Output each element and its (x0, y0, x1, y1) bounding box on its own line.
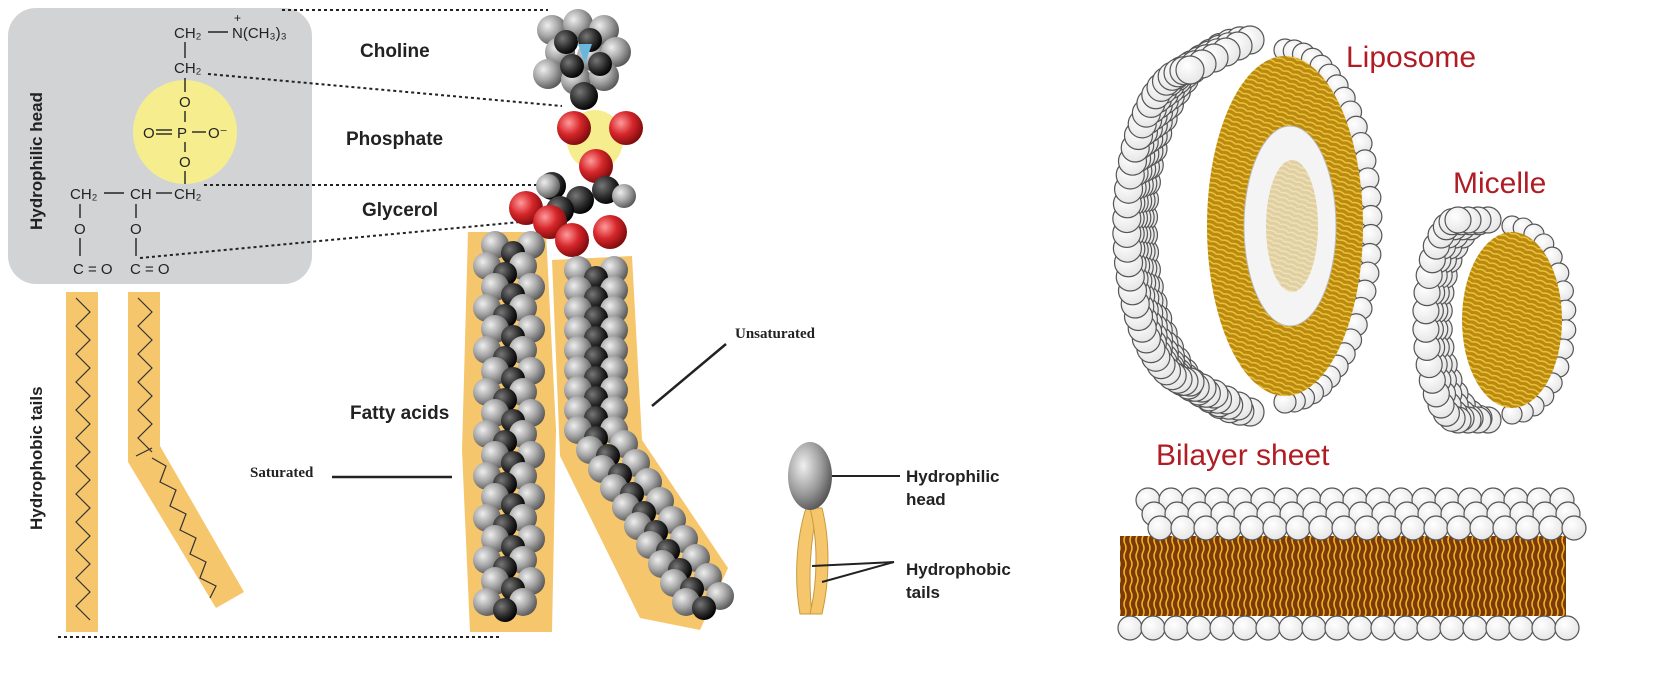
icon-tails-label-2: tails (906, 583, 940, 602)
bilayer-sheet (1118, 488, 1586, 640)
lipid-head (1355, 516, 1379, 540)
choline-charge: + (234, 11, 241, 25)
lipid-head (1263, 516, 1287, 540)
lipid-head (1176, 56, 1204, 84)
lipid-head (1309, 516, 1333, 540)
glycerol-ch2-left: CH₂ (70, 186, 98, 203)
icon-head-label-2: head (906, 490, 946, 509)
hydrogen-atom (612, 184, 636, 208)
carbon-atom (560, 54, 584, 78)
ch2-choline-a: CH₂ (174, 25, 202, 42)
lipid-head (1302, 616, 1326, 640)
lipid-head (1417, 616, 1441, 640)
hydrophilic-head-box: Hydrophilic head CH₂ N(CH₃)₃ + CH₂ O O P… (8, 8, 312, 284)
lipid-head (1210, 616, 1234, 640)
carbonyl-2: C = O (130, 261, 170, 278)
lipid-head (1279, 616, 1303, 640)
ester-o-2: O (130, 221, 142, 238)
carbon-atom (588, 52, 612, 76)
lipid-head (1378, 516, 1402, 540)
lipid-head (1401, 516, 1425, 540)
choline-group: N(CH₃)₃ (232, 25, 287, 42)
carbon-atom (493, 598, 517, 622)
lipid-head (1394, 616, 1418, 640)
phospholipid-icon (788, 442, 900, 614)
carbonyl-1: C = O (73, 261, 113, 278)
hydrogen-atom (536, 174, 560, 198)
micelle (1413, 207, 1576, 433)
lipid-head (1516, 516, 1540, 540)
oxygen-atom (555, 223, 589, 257)
unsaturated-label: Unsaturated (735, 326, 816, 342)
lipid-head (1256, 616, 1280, 640)
lipid-head (1493, 516, 1517, 540)
glycerol-ch: CH (130, 186, 152, 203)
lipid-head (1164, 616, 1188, 640)
lipid-head (1371, 616, 1395, 640)
phosphate-label: Phosphate (346, 129, 443, 150)
lipid-head (1440, 616, 1464, 640)
o-minus: O⁻ (208, 125, 228, 142)
structural-tails (66, 292, 244, 632)
lipid-head (1233, 616, 1257, 640)
lipid-head (1194, 516, 1218, 540)
hydrophobic-tails-label: Hydrophobic tails (27, 386, 46, 530)
lipid-head (1148, 516, 1172, 540)
phosphorus: P (177, 125, 187, 142)
o-double: O (143, 125, 155, 142)
oxygen-atom (609, 111, 643, 145)
o-top: O (179, 94, 191, 111)
lipid-head (1141, 616, 1165, 640)
lipid-head (1532, 616, 1556, 640)
carbon-atom (554, 30, 578, 54)
lipid-head (1171, 516, 1195, 540)
icon-tails-label-1: Hydrophobic (906, 560, 1011, 579)
saturated-label: Saturated (250, 465, 314, 481)
glycerol-label: Glycerol (362, 200, 438, 221)
ch2-choline-b: CH₂ (174, 60, 202, 77)
lipid-head (1539, 516, 1563, 540)
lipid-head (1286, 516, 1310, 540)
ester-o-1: O (74, 221, 86, 238)
hydrogen-atom (533, 59, 563, 89)
lipid-head (1332, 516, 1356, 540)
lipid-head (1555, 616, 1579, 640)
hydrophilic-head-label: Hydrophilic head (27, 92, 46, 230)
oxygen-atom (593, 215, 627, 249)
lipid-head (1187, 616, 1211, 640)
fatty-acids-label: Fatty acids (350, 403, 449, 424)
lipid-head (1447, 516, 1471, 540)
lipid-head (1470, 516, 1494, 540)
lipid-head (1424, 516, 1448, 540)
lipid-head (1118, 616, 1142, 640)
space-filling-model (462, 9, 734, 632)
icon-head (788, 442, 832, 510)
carbon-atom (692, 596, 716, 620)
lipid-head (1348, 616, 1372, 640)
lipid-head (1217, 516, 1241, 540)
lipid-head (1240, 516, 1264, 540)
icon-head-label-1: Hydrophilic (906, 467, 1000, 486)
lipid-head (1325, 616, 1349, 640)
oxygen-atom (557, 111, 591, 145)
lipid-head (1509, 616, 1533, 640)
lipid-head (1486, 616, 1510, 640)
liposome-label: Liposome (1346, 41, 1476, 74)
lipid-head (1562, 516, 1586, 540)
o-bottom: O (179, 154, 191, 171)
choline-label: Choline (360, 41, 430, 62)
lipid-head (1463, 616, 1487, 640)
glycerol-ch2-right: CH₂ (174, 186, 202, 203)
unsaturated-pointer (652, 344, 726, 406)
micelle-label: Micelle (1453, 167, 1546, 200)
lipid-head (1445, 207, 1471, 233)
bilayer-sheet-label: Bilayer sheet (1156, 439, 1330, 472)
liposome (1113, 26, 1382, 426)
carbon-atom (570, 82, 598, 110)
